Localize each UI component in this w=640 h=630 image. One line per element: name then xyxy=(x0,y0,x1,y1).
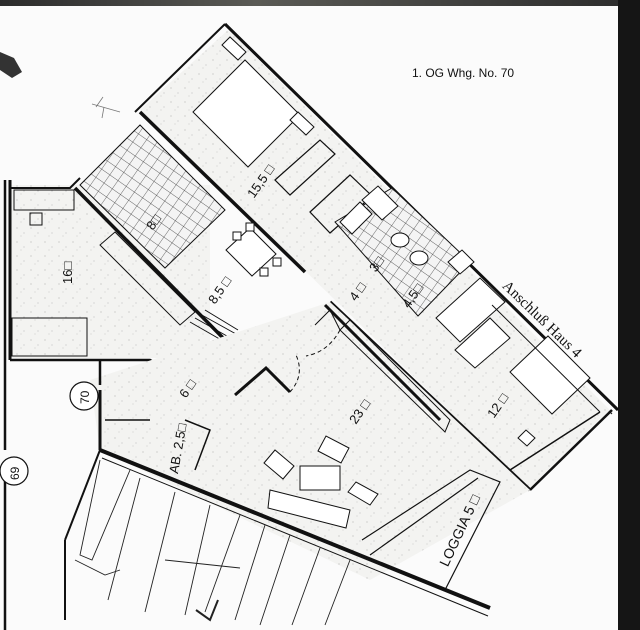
kitchen xyxy=(73,124,232,347)
corridor-wall xyxy=(3,180,102,630)
photo-top-edge xyxy=(0,0,640,6)
south-wall xyxy=(64,390,491,620)
dining-table xyxy=(225,222,282,277)
radiator xyxy=(189,309,239,346)
staircase-sketch xyxy=(74,459,351,626)
area-unit-icon: □ xyxy=(60,261,75,270)
room-area-left: 16 xyxy=(60,269,75,284)
unit-marker-69-circle xyxy=(0,456,29,486)
bathroom-block xyxy=(334,185,506,343)
unit-marker-69: 69 xyxy=(8,466,22,480)
unit-marker-70: 70 xyxy=(78,390,92,404)
room-right-walls xyxy=(491,304,601,471)
room-right-furniture xyxy=(454,317,591,447)
unit-marker-70-circle xyxy=(69,381,99,411)
storage-room xyxy=(105,419,211,471)
sofa-group xyxy=(263,435,379,529)
loggia xyxy=(361,469,501,591)
door-swing xyxy=(234,309,341,397)
pen-clip-object xyxy=(0,52,22,78)
living-room xyxy=(90,302,530,580)
bed xyxy=(192,36,315,168)
room-label-left: 16□ xyxy=(60,262,75,284)
photo-right-edge xyxy=(618,0,640,630)
north-arrow-icon xyxy=(91,96,121,119)
plan-title: 1. OG Whg. No. 70 xyxy=(412,66,515,80)
